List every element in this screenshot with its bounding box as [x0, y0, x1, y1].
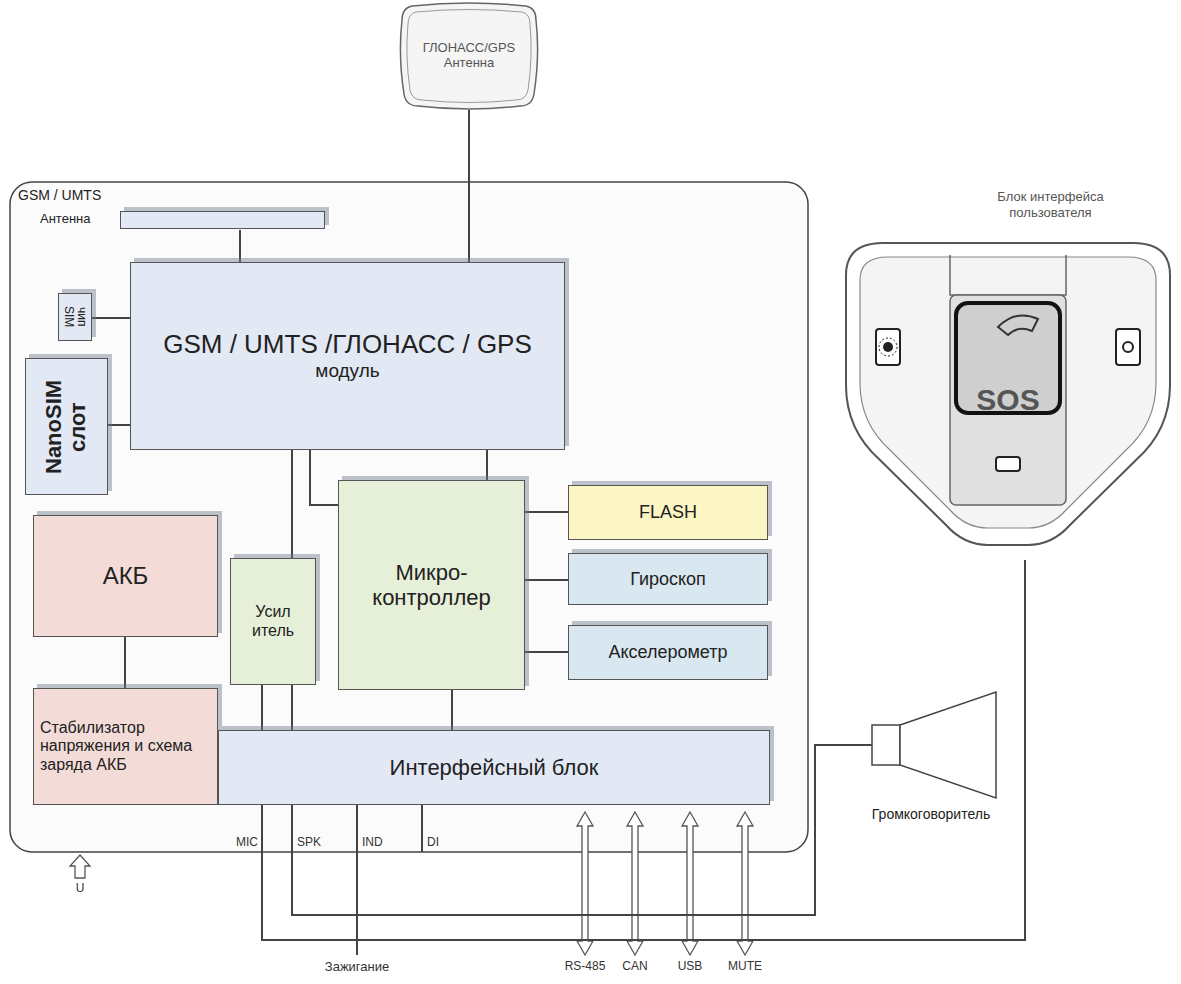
- signal-label: USB: [678, 960, 703, 973]
- signal-label: IND: [362, 836, 383, 849]
- sos-text: SOS: [956, 383, 1060, 418]
- signal-label: CAN: [622, 960, 647, 973]
- antenna-shape: [400, 3, 537, 109]
- wire: [291, 685, 293, 730]
- sim-chip: SIM чип: [58, 293, 92, 341]
- loudspeaker: Громкоговоритель: [836, 690, 1026, 830]
- bus-arrow: [737, 812, 753, 955]
- device-housing: [10, 182, 808, 852]
- wire: [108, 424, 130, 426]
- box-text: Микро- контроллер: [366, 560, 498, 611]
- antenna-label: Антенна: [40, 212, 90, 227]
- signal-label: SPK: [297, 836, 321, 849]
- panel-outline: [846, 243, 1170, 545]
- signal-label: RS-485: [565, 960, 606, 973]
- box-text: Усил итель: [244, 603, 302, 640]
- right-button: [1116, 329, 1140, 365]
- left-button: [876, 329, 900, 365]
- wire: [261, 685, 263, 730]
- user-interface-unit: Блок интерфейса пользователяSOS: [838, 185, 1178, 560]
- signal-label: DI: [427, 836, 439, 849]
- wire: [310, 450, 338, 505]
- box-text: АКБ: [103, 562, 149, 590]
- speaker-label: Громкоговоритель: [836, 806, 1026, 822]
- vertical-text: SIM чип: [62, 302, 88, 332]
- box-text: Стабилизатор напряжения и схема заряда А…: [40, 719, 211, 774]
- gsm-antenna: GSM / UMTS Антенна: [15, 187, 330, 230]
- panel-band: [950, 295, 1066, 505]
- box-text: Гироскоп: [630, 569, 706, 590]
- box-text: FLASH: [639, 502, 697, 523]
- vertical-text: NanoSIM слот: [42, 371, 90, 483]
- interface-box: Интерфейсный блок: [218, 730, 770, 805]
- wire: [291, 450, 293, 558]
- antenna-heading: GSM / UMTS: [18, 187, 101, 203]
- button-led: [1123, 342, 1133, 352]
- bus-arrow: [627, 812, 643, 955]
- modem-module: GSM / UMTS /ГЛОНАСС / GPSмодуль: [130, 262, 565, 450]
- gyroscope-box: Гироскоп: [568, 553, 768, 605]
- wire: [468, 110, 470, 262]
- box-text: Интерфейсный блок: [390, 755, 599, 780]
- speaker-magnet: [872, 725, 900, 765]
- wire: [451, 690, 453, 730]
- battery-box: АКБ: [33, 515, 218, 637]
- wire: [92, 317, 130, 319]
- signal-label: MUTE: [728, 960, 762, 973]
- regulator-box: Стабилизатор напряжения и схема заряда А…: [33, 688, 218, 805]
- box-text: модуль: [315, 360, 379, 382]
- ignition-wire: [356, 805, 358, 955]
- wire: [525, 651, 568, 653]
- microcontroller-box: Микро- контроллер: [338, 480, 525, 690]
- unit-heading: Блок интерфейса пользователя: [988, 189, 1113, 220]
- nanosim-slot: NanoSIM слот: [25, 358, 108, 495]
- signal-label: U: [76, 882, 85, 895]
- speaker-cone: [900, 692, 996, 798]
- amplifier-box: Усил итель: [230, 558, 316, 685]
- mic-ring: [879, 338, 897, 356]
- power-arrow: [70, 855, 90, 878]
- signal-label: Зажигание: [325, 960, 389, 974]
- panel-edge: [950, 255, 1066, 295]
- bus-arrow: [577, 812, 593, 955]
- wire: [525, 511, 568, 513]
- box-text: Акселерометр: [608, 642, 727, 663]
- panel-face: [860, 257, 1156, 528]
- flash-box: FLASH: [568, 485, 768, 540]
- indicator-slot: [996, 457, 1020, 471]
- phone-icon: [998, 315, 1038, 335]
- wire: [525, 579, 568, 581]
- antenna-label: ГЛОНАСС/GPS Антенна: [419, 41, 519, 71]
- box-text: GSM / UMTS /ГЛОНАСС / GPS: [163, 330, 532, 360]
- accelerometer-box: Акселерометр: [568, 625, 768, 680]
- signal-label: MIC: [236, 836, 258, 849]
- gnss-antenna: ГЛОНАСС/GPS Антенна: [398, 2, 540, 110]
- wire: [124, 637, 126, 688]
- speaker-drawing: [836, 690, 1026, 805]
- wire: [239, 230, 241, 262]
- wire: [486, 450, 488, 480]
- bus-arrow: [682, 812, 698, 955]
- mic-hole: [883, 342, 893, 352]
- di-wire: [421, 805, 423, 852]
- antenna-bar: [120, 211, 325, 229]
- antenna-inner: [407, 10, 531, 103]
- speaker-lead: [836, 744, 872, 746]
